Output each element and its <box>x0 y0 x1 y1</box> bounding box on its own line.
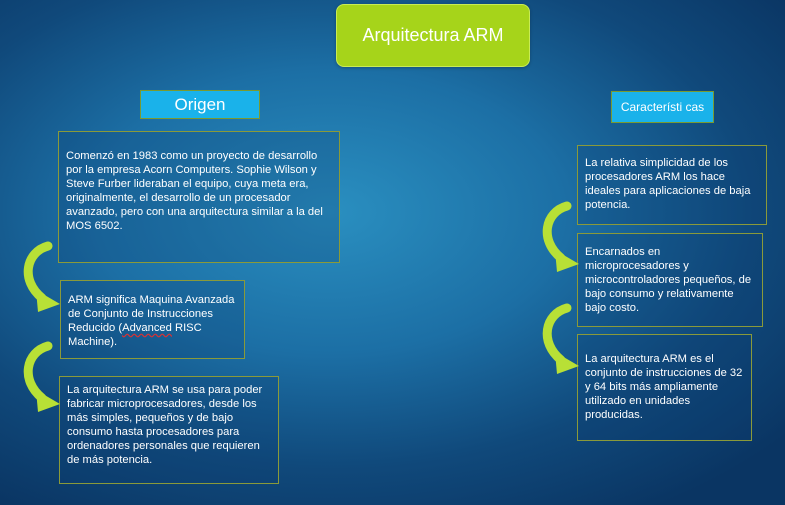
caracteristicas-note-2: Encarnados en microprocesadores y microc… <box>577 233 763 327</box>
caracteristicas-note-3: La arquitectura ARM es el conjunto de in… <box>577 334 752 441</box>
curved-arrow-icon <box>23 241 60 312</box>
curved-arrow-icon <box>542 303 579 374</box>
origen-note-2: ARM significa Maquina Avanzada de Conjun… <box>60 280 245 359</box>
origen-note-3: La arquitectura ARM se usa para poder fa… <box>59 376 279 484</box>
origen-note-2-underlined-word: Advanced <box>122 322 172 334</box>
caracteristicas-header: Característi cas <box>611 91 714 123</box>
origen-note-1: Comenzó en 1983 como un proyecto de desa… <box>58 131 340 263</box>
caracteristicas-header-text: Característi cas <box>620 100 705 114</box>
title-node: Arquitectura ARM <box>336 4 530 67</box>
origen-note-2-text-a: ARM significa Maquina Avanzada de Conjun… <box>68 294 235 334</box>
origen-header: Origen <box>140 90 260 119</box>
title-text: Arquitectura ARM <box>362 25 504 45</box>
origen-header-text: Origen <box>174 94 226 114</box>
origen-note-2-text-b: RISC Machine). <box>68 322 202 348</box>
curved-arrow-icon <box>23 341 60 412</box>
caracteristicas-note-1: La relativa simplicidad de los procesado… <box>577 145 767 225</box>
curved-arrow-icon <box>542 201 579 272</box>
